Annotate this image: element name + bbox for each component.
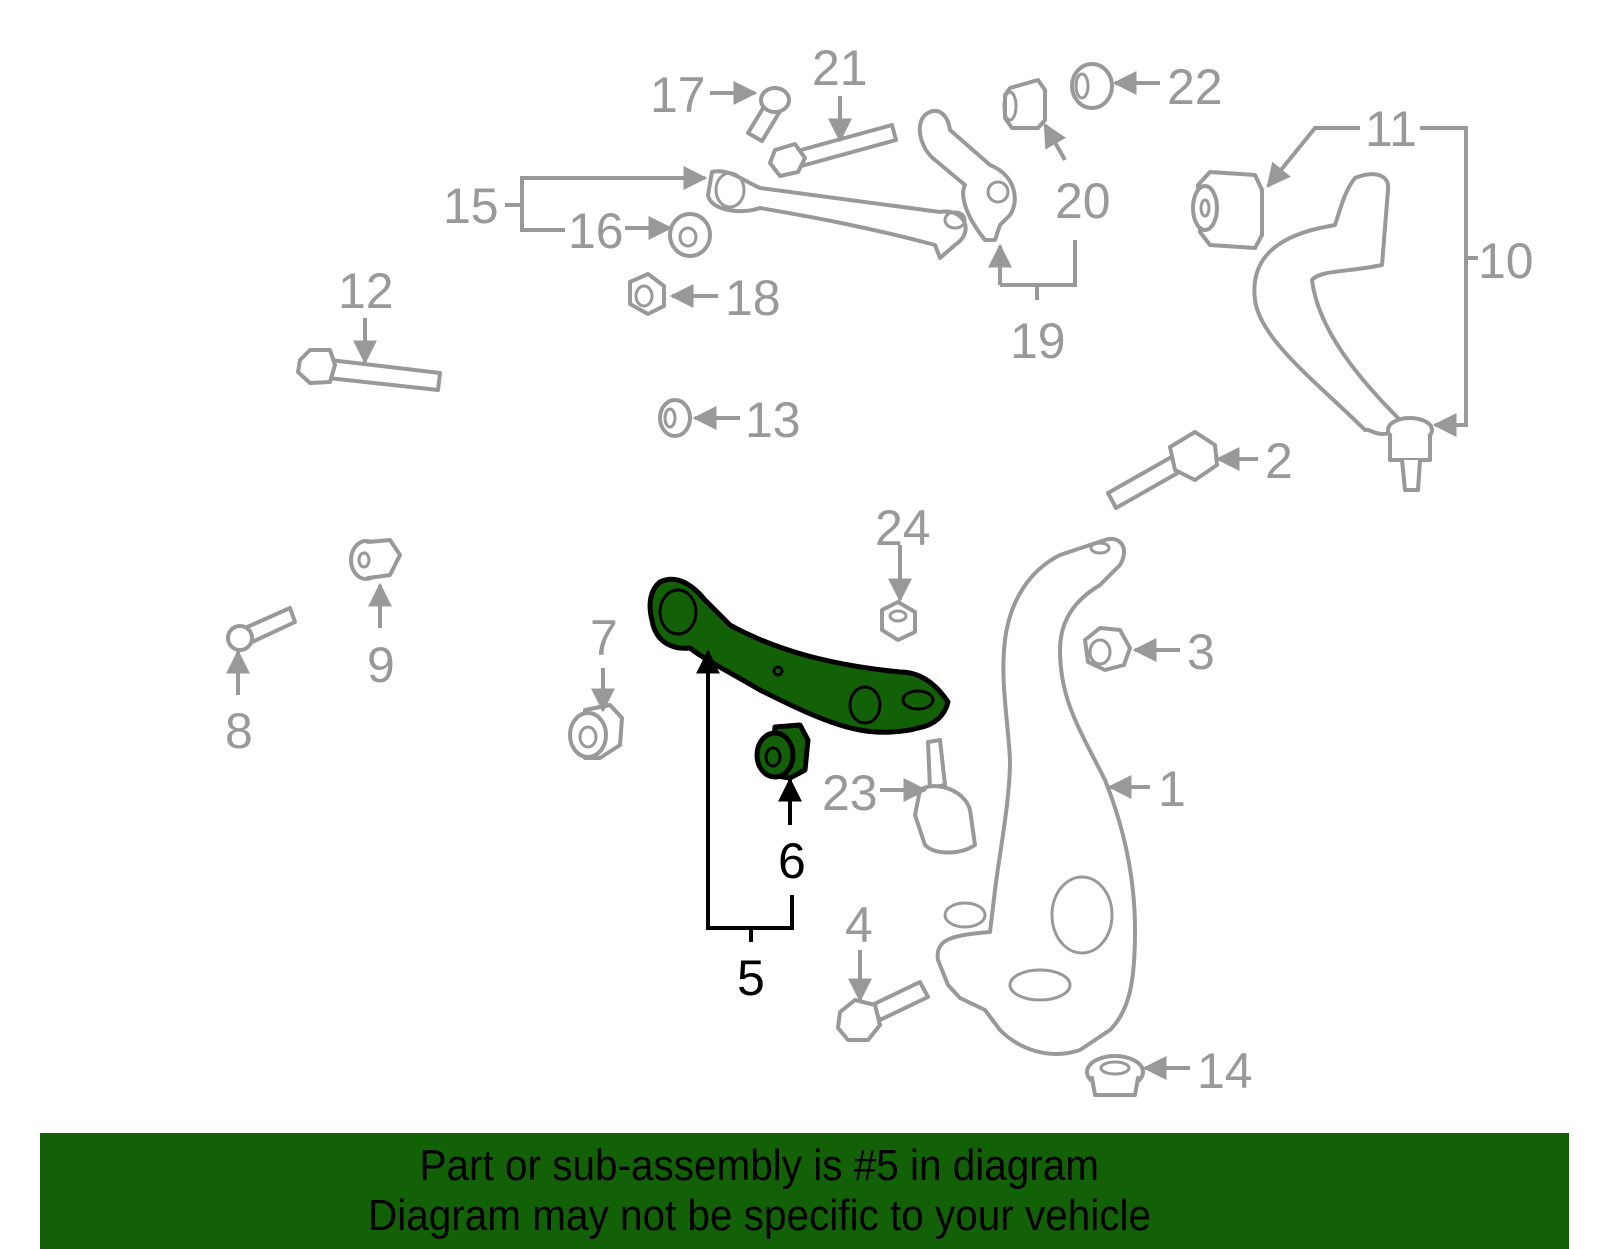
- part-22-nut[interactable]: [1070, 62, 1114, 110]
- callout-9: 9: [367, 637, 395, 693]
- part-23-ball-joint[interactable]: [913, 738, 977, 855]
- callout-22: 22: [1167, 59, 1223, 115]
- part-24-nut[interactable]: [880, 600, 917, 642]
- callout-7: 7: [590, 610, 618, 666]
- part-20-bushing[interactable]: [1002, 78, 1047, 130]
- part-10-control-arm[interactable]: [1252, 172, 1434, 492]
- part-2-bolt[interactable]: [1106, 430, 1219, 510]
- part-14-nut[interactable]: [1085, 1054, 1145, 1097]
- callout-3: 3: [1187, 624, 1215, 680]
- part-5-control-arm-highlighted[interactable]: [647, 576, 951, 735]
- part-3-nut[interactable]: [1083, 626, 1132, 672]
- callout-4: 4: [845, 897, 873, 953]
- part-11-bushing[interactable]: [1191, 170, 1264, 250]
- part-13-nut[interactable]: [658, 398, 692, 438]
- callout-8: 8: [225, 703, 253, 759]
- callout-5: 5: [737, 950, 765, 1006]
- callout-1: 1: [1158, 761, 1186, 817]
- part-15-control-arm[interactable]: [706, 169, 968, 260]
- callout-2: 2: [1265, 433, 1293, 489]
- info-banner: Part or sub-assembly is #5 in diagram Di…: [40, 1133, 1569, 1249]
- callout-21: 21: [812, 40, 868, 96]
- part-19-link[interactable]: [917, 109, 1017, 242]
- callout-20: 20: [1055, 173, 1111, 229]
- callout-14: 14: [1197, 1043, 1253, 1099]
- part-6-bushing-highlighted[interactable]: [754, 722, 811, 781]
- part-17-bolt[interactable]: [746, 86, 791, 143]
- callout-11: 11: [1365, 101, 1417, 157]
- callout-16: 16: [568, 203, 624, 259]
- part-16-bushing[interactable]: [668, 212, 712, 258]
- part-18-nut[interactable]: [628, 272, 666, 316]
- part-4-bolt[interactable]: [836, 980, 930, 1042]
- callout-6: 6: [778, 833, 806, 889]
- callout-24: 24: [875, 500, 931, 556]
- callout-13: 13: [745, 392, 801, 448]
- part-8-bolt[interactable]: [226, 606, 297, 652]
- banner-disclaimer: Diagram may not be specific to your vehi…: [368, 1191, 1151, 1240]
- banner-part-note: Part or sub-assembly is #5 in diagram: [419, 1141, 1100, 1190]
- part-1-steering-knuckle[interactable]: [935, 536, 1137, 1056]
- part-21-bolt[interactable]: [768, 123, 898, 178]
- callout-23: 23: [822, 765, 878, 821]
- callout-19: 19: [1010, 313, 1066, 369]
- callout-12: 12: [338, 263, 394, 319]
- callout-15: 15: [443, 178, 499, 234]
- part-7-bushing[interactable]: [568, 703, 624, 760]
- part-9-nut[interactable]: [349, 538, 402, 581]
- callout-18: 18: [725, 270, 781, 326]
- callout-17: 17: [650, 67, 706, 123]
- callout-10: 10: [1478, 233, 1534, 289]
- part-12-bolt[interactable]: [296, 348, 442, 392]
